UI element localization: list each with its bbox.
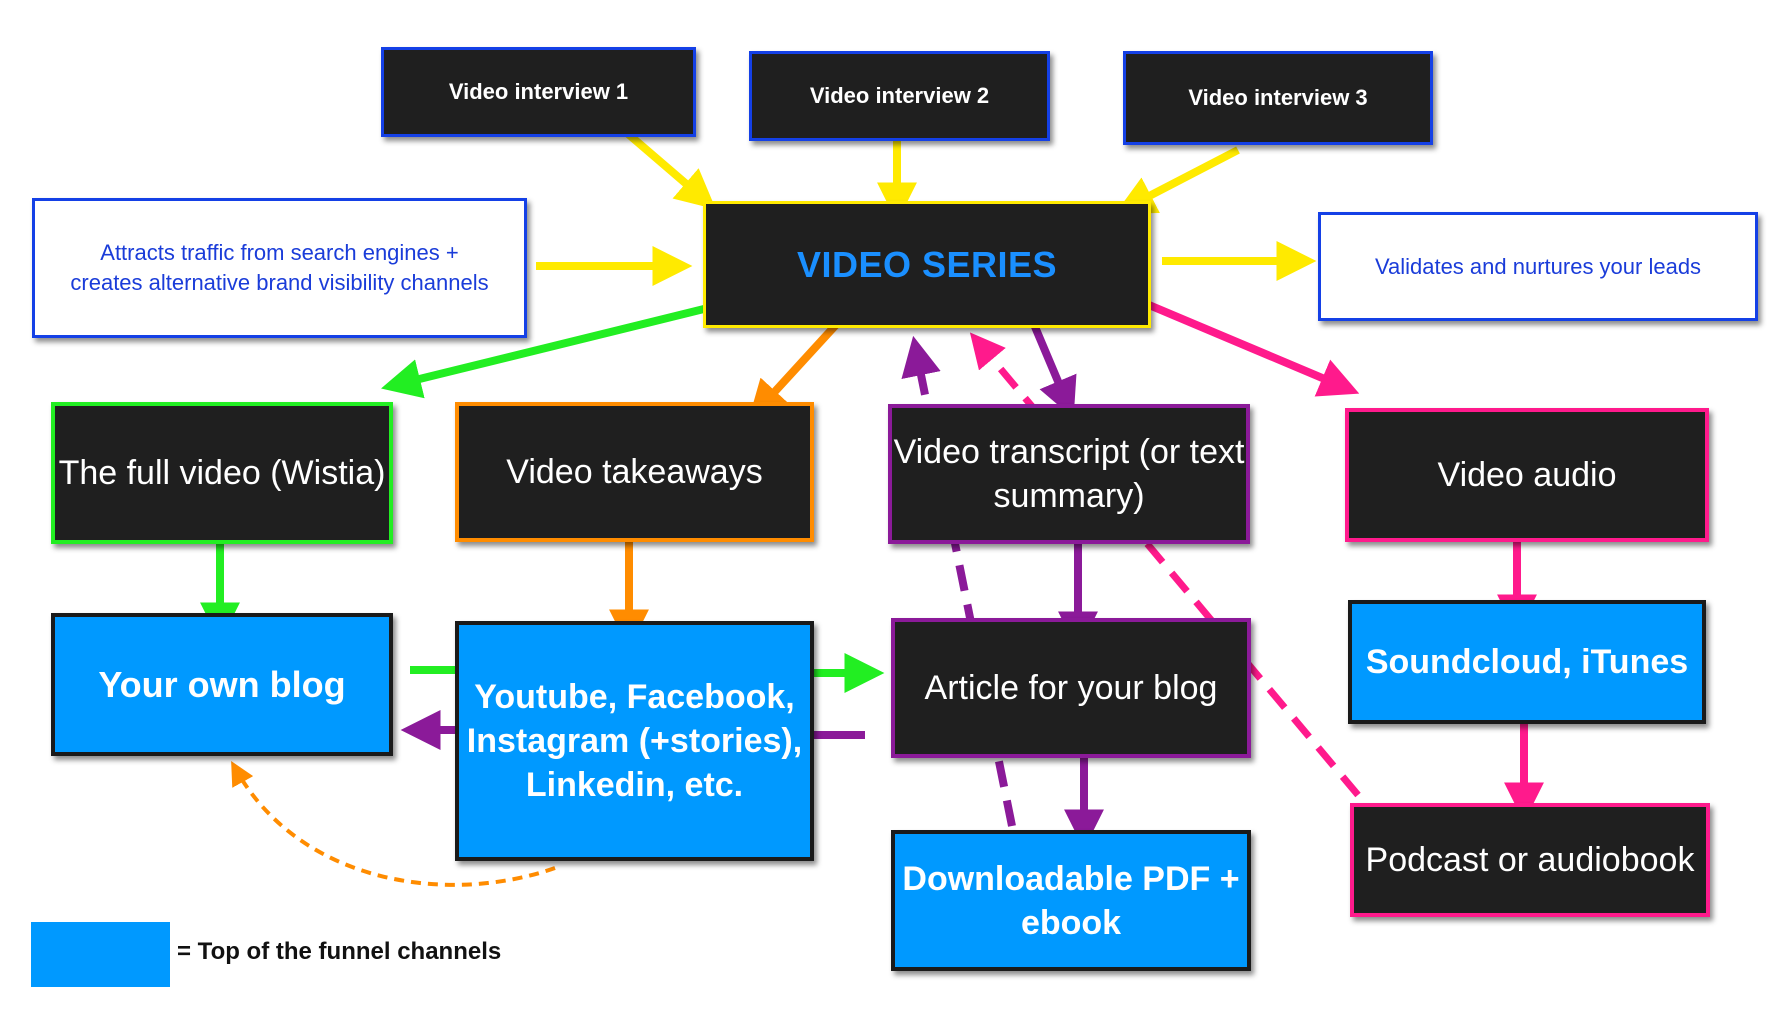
social-channels-label: Youtube, Facebook, Instagram (+stories),… bbox=[466, 678, 803, 804]
video-transcript-label: Video transcript (or text summary) bbox=[893, 433, 1245, 515]
video-series-label: VIDEO SERIES bbox=[796, 243, 1058, 285]
arrow-series-transcript bbox=[1026, 313, 1077, 419]
soundcloud-itunes-label: Soundcloud, iTunes bbox=[1365, 643, 1689, 681]
arrow-series-audio bbox=[1140, 298, 1360, 397]
podcast-audiobook-box: Podcast or audiobook bbox=[1350, 803, 1710, 917]
video-takeaways-box: Video takeaways bbox=[455, 402, 814, 542]
legend-label: = Top of the funnel channels bbox=[177, 938, 502, 965]
traffic-note-box: Attracts traffic from search engines + c… bbox=[32, 198, 527, 338]
video-interview-2-box: Video interview 2 bbox=[749, 51, 1050, 141]
video-interview-1-label: Video interview 1 bbox=[448, 79, 629, 104]
traffic-note-label: Attracts traffic from search engines + c… bbox=[70, 240, 489, 295]
podcast-audiobook-label: Podcast or audiobook bbox=[1365, 841, 1695, 879]
video-audio-label: Video audio bbox=[1437, 455, 1617, 494]
video-audio-box: Video audio bbox=[1345, 408, 1709, 542]
pdf-ebook-label: Downloadable PDF + ebook bbox=[902, 859, 1240, 942]
video-interview-3-label: Video interview 3 bbox=[1188, 85, 1368, 110]
social-channels-box: Youtube, Facebook, Instagram (+stories),… bbox=[455, 621, 814, 861]
arrow-series-takeaways bbox=[748, 312, 848, 421]
own-blog-box: Your own blog bbox=[51, 613, 393, 756]
video-interview-1-box: Video interview 1 bbox=[381, 47, 696, 137]
blog-article-label: Article for your blog bbox=[924, 669, 1218, 707]
video-transcript-box: Video transcript (or text summary) bbox=[888, 404, 1250, 544]
video-interview-3-box: Video interview 3 bbox=[1123, 51, 1433, 145]
video-series-box: VIDEO SERIES bbox=[703, 201, 1151, 328]
video-interview-2-label: Video interview 2 bbox=[809, 83, 990, 108]
arrow-podcast-series-dashed bbox=[969, 332, 1361, 798]
leads-note-label: Validates and nurtures your leads bbox=[1374, 253, 1702, 279]
arrow-interview1-series bbox=[617, 123, 716, 210]
soundcloud-itunes-box: Soundcloud, iTunes bbox=[1348, 600, 1706, 724]
video-takeaways-label: Video takeaways bbox=[506, 452, 763, 491]
leads-note-box: Validates and nurtures your leads bbox=[1318, 212, 1758, 321]
own-blog-label: Your own blog bbox=[98, 663, 346, 705]
arrow-interview3-series bbox=[1115, 146, 1240, 214]
arrow-series-full-video bbox=[381, 303, 713, 399]
full-video-box: The full video (Wistia) bbox=[51, 402, 393, 544]
blog-article-box: Article for your blog bbox=[891, 618, 1251, 758]
pdf-ebook-box: Downloadable PDF + ebook bbox=[891, 830, 1251, 971]
full-video-label: The full video (Wistia) bbox=[58, 454, 386, 492]
arrow-social-blog-dashed bbox=[231, 761, 556, 887]
legend-swatch bbox=[31, 922, 170, 987]
